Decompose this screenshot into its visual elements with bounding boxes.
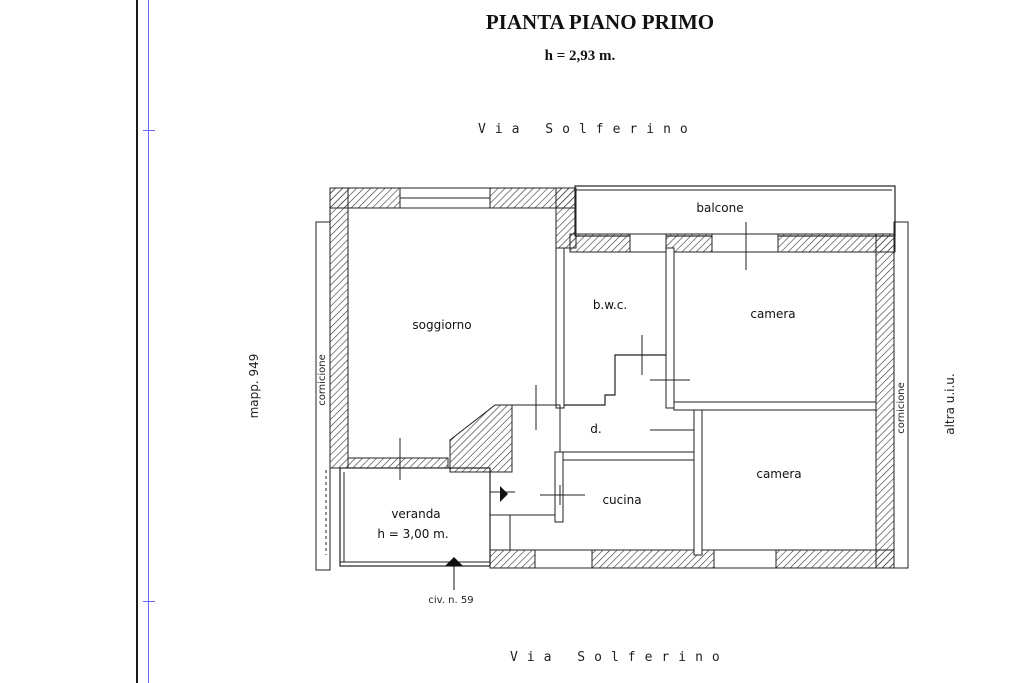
- margin-tick-bottom: [143, 601, 155, 602]
- room-label-camera-top: camera: [750, 307, 795, 321]
- wall-bottom-left: [489, 549, 536, 569]
- wall-bwc-left: [555, 247, 565, 409]
- window-camera-bottom: [713, 549, 777, 569]
- cornice-right: [893, 221, 909, 569]
- page-title: PIANTA PIANO PRIMO: [485, 10, 715, 34]
- floor-height-note: h = 2,93 m.: [544, 48, 616, 64]
- wall-left: [329, 187, 349, 469]
- entrance-marker: [445, 486, 508, 590]
- wall-veranda-side: [489, 468, 511, 550]
- wall-bwc-right: [665, 247, 675, 409]
- wall-cucina-bottom: [510, 514, 556, 522]
- side-label-cornice-right: cornicione: [896, 382, 907, 434]
- margin-tick-top: [143, 130, 155, 131]
- cornice-left: [315, 221, 331, 571]
- window-bwc-top: [629, 233, 667, 253]
- entrance-arrow-icon: [445, 557, 463, 566]
- side-label-cornice-left: cornicione: [317, 354, 328, 406]
- wall-right: [875, 233, 895, 569]
- street-name-top: Via Solferino: [478, 122, 697, 137]
- windows-doors: [399, 187, 779, 569]
- room-label-bwc: b.w.c.: [593, 298, 627, 312]
- wall-between-cameras: [673, 401, 877, 411]
- window-camera-top: [711, 233, 779, 253]
- civic-number: civ. n. 59: [428, 595, 473, 606]
- wall-soggiorno-bottom: [347, 457, 449, 469]
- room-label-disimpegno: d.: [590, 422, 601, 436]
- wall-cucina-left: [554, 451, 564, 523]
- interior-walls: [489, 247, 877, 556]
- window-cucina-bottom: [534, 549, 593, 569]
- wall-bwc-step: [564, 354, 666, 406]
- room-label-soggiorno: soggiorno: [412, 318, 471, 332]
- wall-soggiorno-right: [555, 187, 577, 249]
- room-label-veranda: veranda: [391, 507, 440, 521]
- room-label-camera-bottom: camera: [756, 467, 801, 481]
- page-margin-blue-line: [148, 0, 149, 683]
- cornice-lines: [315, 221, 909, 571]
- room-label-balcone: balcone: [696, 201, 743, 215]
- side-label-other-unit: altra u.i.u.: [943, 373, 957, 434]
- door-arrow-icon: [500, 486, 508, 502]
- room-label-veranda-height: h = 3,00 m.: [377, 527, 448, 541]
- street-name-bottom: Via Solferino: [510, 650, 729, 665]
- page-margin-black-line: [136, 0, 138, 683]
- room-label-cucina: cucina: [602, 493, 641, 507]
- wall-cucina-top: [559, 451, 701, 461]
- side-label-parcel: mapp. 949: [247, 354, 261, 419]
- wall-disimpegno: [512, 404, 561, 452]
- wall-cucina-right: [693, 409, 703, 556]
- wall-corner-wedge: [449, 404, 513, 473]
